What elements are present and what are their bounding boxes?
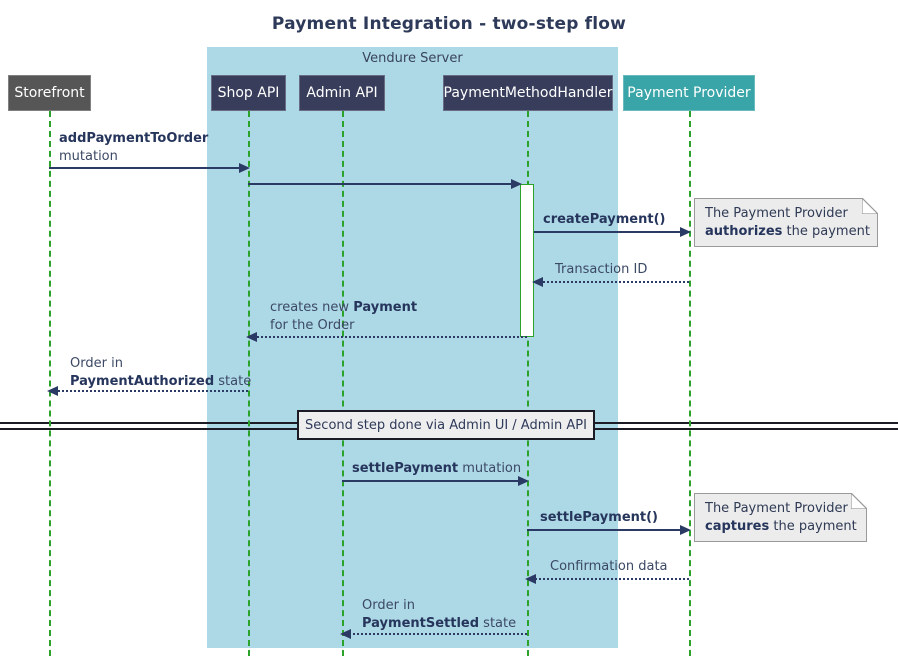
vendure-server-label: Vendure Server: [362, 51, 463, 66]
note-authorizes: The Payment Provider authorizes the paym…: [694, 198, 878, 247]
message-text-line1: Order in: [70, 356, 123, 371]
participant-admin-api: Admin API: [299, 75, 385, 111]
message-text: mutation: [458, 461, 522, 476]
note-captures: The Payment Provider captures the paymen…: [694, 493, 867, 542]
arrowhead-right-icon: [680, 525, 691, 535]
arrowhead-left-icon: [47, 386, 58, 396]
arrow-settle-call: [527, 525, 691, 535]
message-text-post: state: [214, 374, 252, 389]
message-label-create-payment: createPayment(): [543, 211, 665, 229]
message-label-creates-payment: creates new Payment for the Order: [270, 299, 417, 335]
note-bold: authorizes: [705, 224, 783, 239]
vendure-server-frame: [207, 47, 618, 648]
message-text: Transaction ID: [555, 262, 648, 277]
note-bold: captures: [705, 519, 770, 534]
arrowhead-right-icon: [239, 163, 250, 173]
note-rest: the payment: [782, 224, 870, 239]
participant-admin-api-label: Admin API: [306, 85, 378, 101]
message-label-order-settled: Order in PaymentSettled state: [362, 597, 516, 633]
note-rest: the payment: [769, 519, 857, 534]
lifeline-shop-api: [248, 111, 250, 656]
participant-payment-provider-label: Payment Provider: [627, 85, 751, 101]
message-label-confirmation: Confirmation data: [550, 558, 668, 576]
arrow-shop-to-handler: [248, 179, 522, 189]
arrowhead-left-icon: [246, 332, 257, 342]
arrow-settle-mutation: [342, 476, 529, 486]
message-text-line2: for the Order: [270, 318, 355, 333]
message-text-bold: PaymentAuthorized: [70, 374, 215, 389]
arrowhead-right-icon: [518, 476, 529, 486]
participant-shop-api-label: Shop API: [217, 85, 280, 101]
arrow-order-settled: [340, 629, 527, 639]
message-text-bold: Payment: [353, 300, 418, 315]
arrow-add-payment: [49, 163, 250, 173]
arrowhead-right-icon: [680, 227, 691, 237]
participant-shop-api: Shop API: [211, 75, 286, 111]
message-label-add-payment: addPaymentToOrder mutation: [59, 130, 208, 166]
arrow-create-payment: [534, 227, 691, 237]
participant-storefront: Storefront: [8, 75, 91, 111]
note-line1: The Payment Provider: [705, 206, 848, 221]
message-text-bold: settlePayment(): [540, 510, 658, 525]
message-text-line1: Order in: [362, 598, 415, 613]
divider-second-step: Second step done via Admin UI / Admin AP…: [297, 410, 595, 440]
message-text: creates new: [270, 300, 354, 315]
participant-payment-method-handler: PaymentMethodHandler: [443, 75, 613, 111]
diagram-title: Payment Integration - two-step flow: [271, 14, 627, 34]
divider-label: Second step done via Admin UI / Admin AP…: [305, 417, 587, 433]
arrow-creates-payment: [246, 332, 527, 342]
lifeline-storefront: [49, 111, 51, 656]
message-label-settle-mutation: settlePayment mutation: [352, 460, 521, 478]
note-line1: The Payment Provider: [705, 501, 848, 516]
participant-payment-provider: Payment Provider: [623, 75, 755, 111]
arrow-transaction-id: [532, 277, 689, 287]
note-fold-icon: [862, 198, 878, 214]
participant-payment-method-handler-label: PaymentMethodHandler: [443, 85, 613, 101]
arrowhead-left-icon: [532, 277, 543, 287]
activation-bar-payment-method-handler: [520, 184, 534, 337]
message-text-bold: createPayment(): [543, 212, 666, 227]
message-text-bold: settlePayment: [352, 461, 459, 476]
lifeline-payment-provider: [689, 111, 691, 656]
arrow-confirmation: [525, 574, 689, 584]
note-fold-icon: [851, 493, 867, 509]
message-text: mutation: [59, 149, 118, 164]
message-text: Confirmation data: [550, 559, 668, 574]
message-text-bold: PaymentSettled: [362, 616, 480, 631]
message-label-order-authorized: Order in PaymentAuthorized state: [70, 355, 251, 391]
arrowhead-right-icon: [511, 179, 522, 189]
participant-storefront-label: Storefront: [14, 85, 85, 101]
message-label-settle-call: settlePayment(): [540, 509, 658, 527]
message-text-post: state: [479, 616, 517, 631]
lifeline-payment-method-handler: [527, 111, 529, 656]
lifeline-admin-api: [342, 111, 344, 656]
arrowhead-left-icon: [525, 574, 536, 584]
arrow-order-authorized: [47, 386, 248, 396]
message-label-transaction-id: Transaction ID: [555, 261, 647, 279]
arrowhead-left-icon: [340, 629, 351, 639]
message-text-bold: addPaymentToOrder: [59, 131, 209, 146]
